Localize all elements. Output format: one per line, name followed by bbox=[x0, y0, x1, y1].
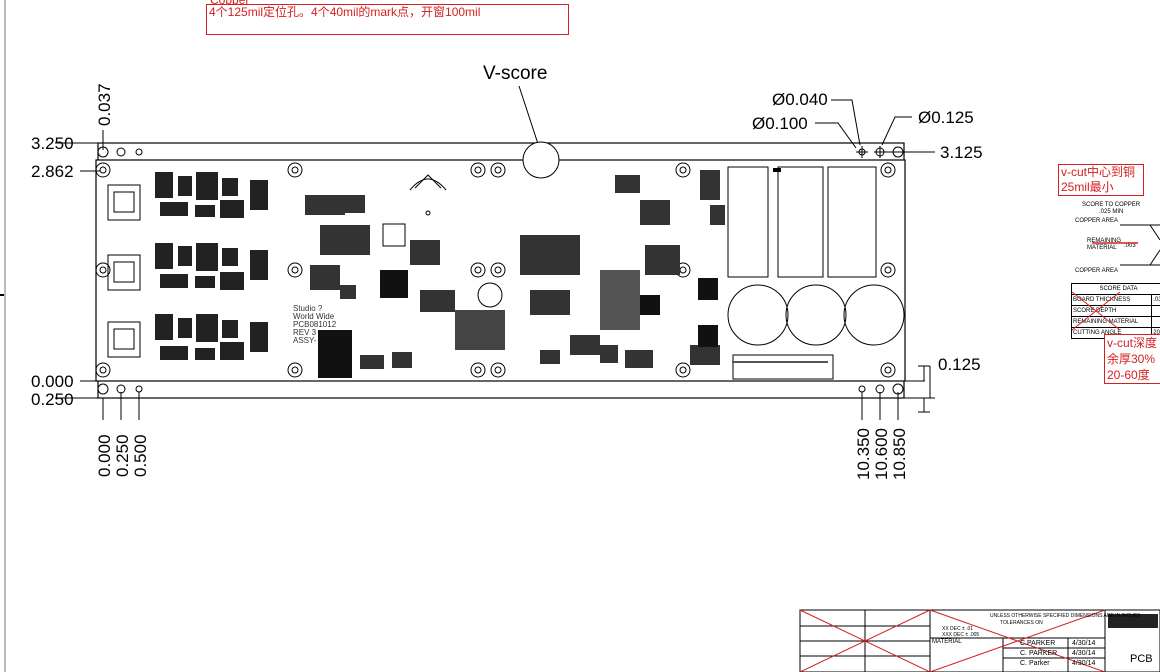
approved-name: C. Parker bbox=[1020, 660, 1050, 667]
vcut-depth-note: v-cut深度 余厚30% 20-60度 bbox=[1104, 334, 1160, 384]
tolerance-line-2: TOLERANCES ON bbox=[1000, 620, 1043, 626]
silk-line-1: Studio ? bbox=[293, 304, 323, 313]
silk-line-2: World Wide bbox=[293, 312, 335, 321]
tolerance-line-4: XXX DEC ± .005 bbox=[942, 632, 980, 638]
diameter-100-label: Ø0.100 bbox=[752, 114, 808, 133]
circuit-block-channel-1 bbox=[155, 172, 268, 218]
top-note: 4个125mil定位孔。4个40mil的mark点，开窗100mil bbox=[206, 4, 569, 35]
drawn-date: 4/30/14 bbox=[1072, 640, 1096, 647]
top-header-fragment: Copper bbox=[210, 0, 249, 8]
remaining-material-label: REMAINING MATERIAL bbox=[1087, 238, 1122, 251]
top-note-text: 4个125mil定位孔。4个40mil的mark点，开窗100mil bbox=[209, 5, 481, 19]
silk-line-5: ASSY- bbox=[293, 336, 317, 345]
tolerance-line-3: XX DEC ± .01 bbox=[942, 626, 974, 632]
checked-date: 4/30/14 bbox=[1072, 650, 1096, 657]
dim-3250: 3.250 bbox=[31, 134, 74, 153]
silk-line-3: PCB081012 bbox=[293, 320, 337, 329]
dim-0125: 0.125 bbox=[938, 355, 981, 374]
dim-0000-left: 0.000 bbox=[31, 372, 74, 391]
diameter-040-label: Ø0.040 bbox=[772, 90, 828, 109]
silk-line-4: REV 3 bbox=[293, 328, 317, 337]
pcb-label: PCB bbox=[1130, 653, 1153, 665]
circuit-block-channel-3 bbox=[155, 314, 268, 360]
vscore-label: V-score bbox=[483, 63, 548, 84]
drawn-name: C.PARKER bbox=[1020, 640, 1056, 647]
checked-name: C. PARKER bbox=[1020, 650, 1058, 657]
approved-date: 4/30/14 bbox=[1072, 660, 1096, 667]
copper-area-top-label: COPPER AREA bbox=[1075, 218, 1119, 224]
remaining-value: .003 bbox=[1124, 243, 1136, 249]
vcut-depth-line-2: 余厚30% bbox=[1107, 352, 1156, 366]
diameter-125-label: Ø0.125 bbox=[918, 108, 974, 127]
vcut-center-note: v-cut中心到铜25mil最小 bbox=[1058, 164, 1144, 196]
tolerance-line-1: UNLESS OTHERWISE SPECIFIED DIMENSIONS AR… bbox=[990, 613, 1141, 619]
material-label: MATERIAL bbox=[932, 639, 962, 645]
score-min-label: .025 MIN bbox=[1099, 209, 1124, 215]
dim-3125: 3.125 bbox=[940, 143, 983, 162]
copper-area-bottom-label: COPPER AREA bbox=[1075, 268, 1119, 274]
silkscreen-text: Studio ? World Wide PCB081012 REV 3 ASSY… bbox=[293, 305, 336, 345]
circuit-block-channel-2 bbox=[155, 243, 268, 290]
dim-0250-left: 0.250 bbox=[31, 390, 74, 409]
score-data-table: SCORE DATA BOARD THICKNESS.03 SCORE DEPT… bbox=[1070, 283, 1160, 339]
score-to-copper-label: SCORE TO COPPER bbox=[1082, 202, 1141, 208]
vcut-depth-line-1: v-cut深度 bbox=[1107, 336, 1158, 350]
dim-2862: 2.862 bbox=[31, 162, 74, 181]
vcut-depth-line-3: 20-60度 bbox=[1107, 368, 1150, 382]
